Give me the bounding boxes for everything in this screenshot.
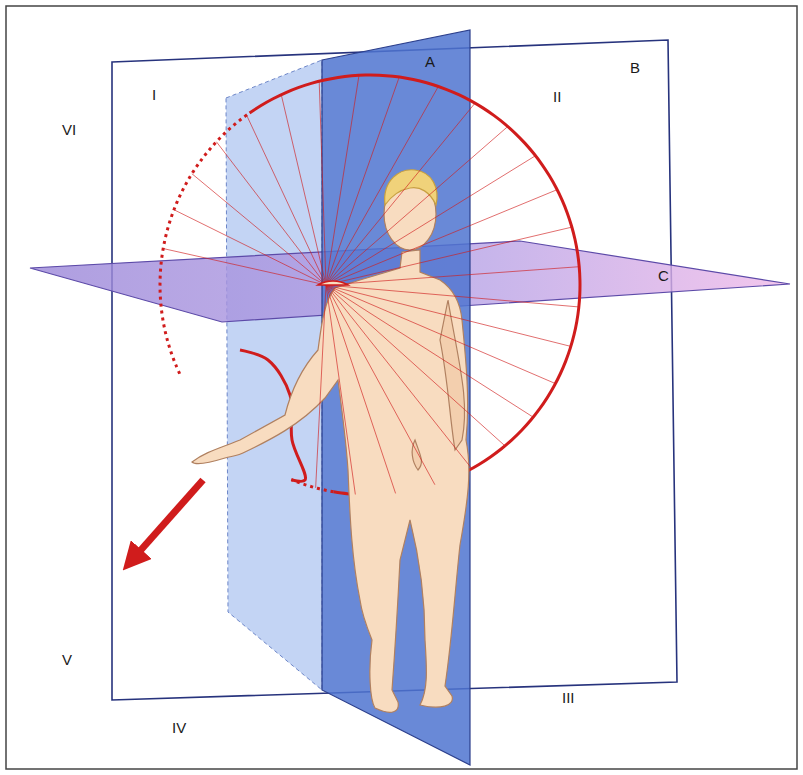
plane-label: C [658, 268, 669, 283]
frame [6, 6, 797, 769]
radial-line [326, 156, 535, 285]
radial-line [326, 127, 508, 285]
plane-label: V [62, 652, 72, 667]
radial-line [326, 75, 359, 285]
radial-line [326, 285, 555, 384]
radial-line [326, 285, 435, 485]
radial-line [247, 115, 326, 285]
plane-label: II [553, 89, 561, 104]
shoulder-joint [318, 281, 348, 285]
motion-arc-dotted [160, 113, 250, 374]
radial-line [281, 95, 326, 285]
radial-line [316, 285, 326, 488]
radial-line [163, 249, 326, 285]
radial-lines [163, 75, 579, 494]
direction-arrow [132, 480, 203, 560]
plane-label: IV [172, 720, 186, 735]
radial-line [174, 210, 326, 285]
plane-label: VI [62, 122, 76, 137]
human-figure [192, 170, 469, 712]
radial-line [319, 81, 326, 285]
radial-line [326, 267, 579, 285]
radial-line [326, 285, 533, 417]
radial-line [326, 86, 438, 285]
radial-line [326, 77, 399, 285]
plane-label: A [425, 54, 435, 69]
plane-label: B [630, 60, 640, 75]
radial-line [326, 285, 355, 494]
radial-line [326, 103, 475, 285]
radial-line [192, 174, 326, 285]
plane-label: I [152, 87, 156, 102]
radial-line [326, 285, 396, 493]
radial-line [326, 285, 579, 307]
plane-label: III [562, 690, 575, 705]
